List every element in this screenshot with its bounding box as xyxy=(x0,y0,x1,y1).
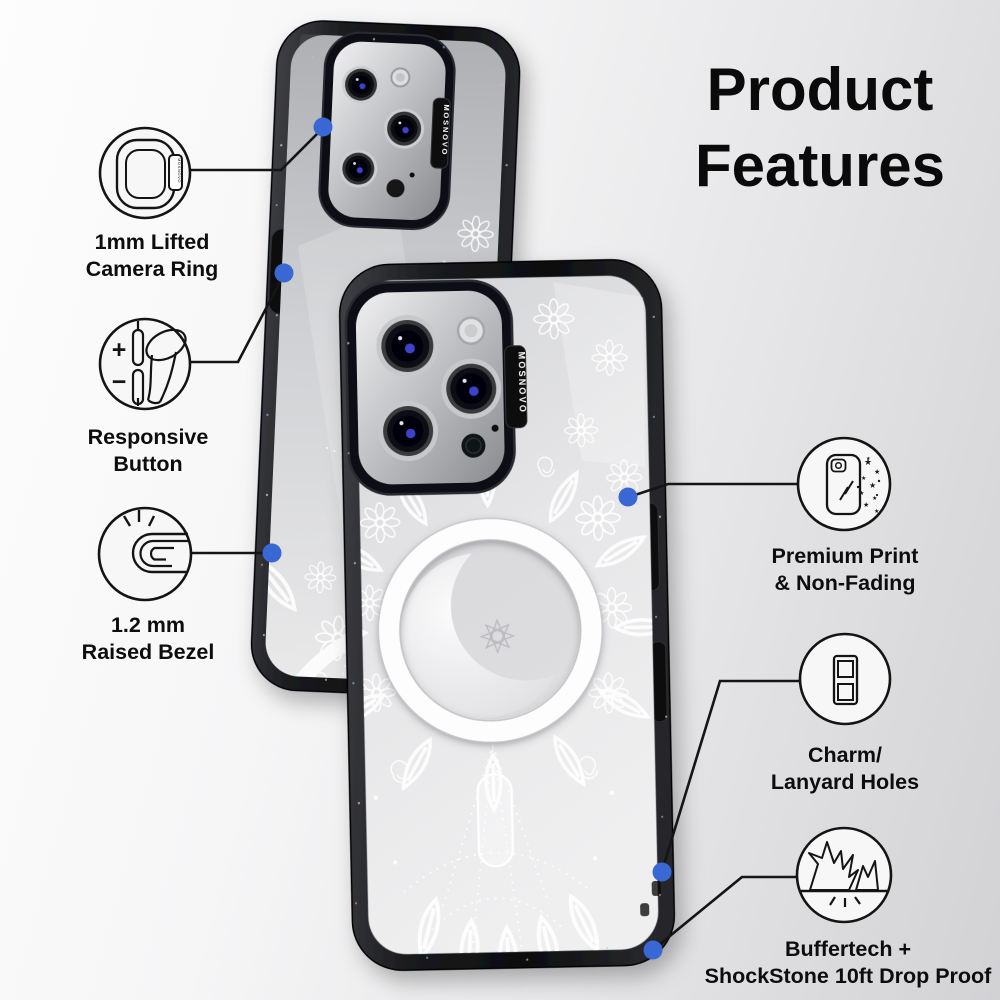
callout-dot-drop-proof xyxy=(643,940,663,960)
leader-line-drop-proof xyxy=(653,875,798,951)
brand-tab xyxy=(504,345,528,429)
camera-ring-icon: MOSNOVO xyxy=(98,126,192,220)
feature-label-premium-print: Premium Print & Non-Fading xyxy=(771,544,919,595)
feature-label-lanyard-holes: Charm/ Lanyard Holes xyxy=(770,743,920,794)
magsafe-ring xyxy=(377,517,604,744)
svg-text:★: ★ xyxy=(874,468,880,476)
responsive-button-icon: + − xyxy=(98,317,192,411)
shine-ticks xyxy=(122,510,156,527)
camera-lens xyxy=(441,358,502,419)
callout-dots xyxy=(262,117,672,960)
minus-glyph: − xyxy=(112,368,127,396)
impact-ticks xyxy=(829,896,861,907)
finger-shape xyxy=(145,328,187,362)
feature-label-camera-ring: 1mm Lifted Camera Ring xyxy=(85,230,219,281)
callout-dot-premium-print xyxy=(618,487,638,507)
page-title: Product Features xyxy=(694,56,946,199)
camera-module-back: MOSNOVO xyxy=(318,31,456,231)
brand-text: MOSNOVO xyxy=(440,104,451,156)
svg-text:★: ★ xyxy=(863,501,869,509)
premium-print-icon: ★ ★ ★ ★ ★ ★ ★ ★ ★ xyxy=(796,436,892,532)
mic-hole xyxy=(491,424,499,432)
svg-text:★: ★ xyxy=(874,508,879,515)
lidar-sensor xyxy=(461,433,486,458)
brand-text: MOSNOVO xyxy=(516,352,527,415)
callout-dot-camera-ring xyxy=(313,117,333,137)
mandala-pattern-front xyxy=(354,297,660,955)
leader-line-premium-print xyxy=(628,482,798,499)
callout-dot-responsive-button xyxy=(274,263,294,283)
camera-module-front: MOSNOVO xyxy=(344,279,528,496)
camera-lens xyxy=(341,65,380,104)
callout-dot-raised-bezel xyxy=(262,543,282,563)
leader-line-lanyard-holes xyxy=(660,679,800,872)
glitter-specks xyxy=(347,315,668,961)
plus-glyph: + xyxy=(112,336,127,364)
crescent-moon-design xyxy=(399,552,566,719)
impact-shatter-shape xyxy=(808,841,859,891)
lanyard-slots xyxy=(640,880,661,917)
sparkle-stars: ★ ★ ★ ★ ★ ★ ★ ★ ★ xyxy=(856,456,880,515)
mic-hole xyxy=(409,172,415,178)
feature-label-responsive-button: Responsive Button xyxy=(87,425,209,476)
feature-label-drop-proof: Buffertech + ShockStone 10ft Drop Proof xyxy=(704,937,992,988)
raised-bezel-icon xyxy=(97,506,193,602)
svg-text:★: ★ xyxy=(869,481,876,490)
camera-lens xyxy=(376,315,439,378)
front-phone-case: MOSNOVO xyxy=(338,258,676,972)
feature-label-raised-bezel: 1.2 mm Raised Bezel xyxy=(81,613,215,664)
callout-dot-lanyard-holes xyxy=(652,862,672,882)
brand-tab xyxy=(430,97,451,169)
camera-lens xyxy=(339,149,378,188)
lanyard-holes-icon xyxy=(798,632,892,726)
svg-text:★: ★ xyxy=(866,456,871,462)
svg-text:★: ★ xyxy=(861,475,866,482)
camera-lens xyxy=(384,108,425,149)
brand-text-mini: MOSNOVO xyxy=(177,158,182,183)
magsafe-align-slot xyxy=(476,773,515,868)
svg-text:★: ★ xyxy=(872,495,877,502)
svg-text:★: ★ xyxy=(864,457,872,467)
lidar-sensor xyxy=(386,179,405,198)
svg-text:★: ★ xyxy=(859,490,864,497)
leader-line-responsive-button xyxy=(188,273,286,364)
drop-proof-icon xyxy=(795,826,893,924)
camera-lens xyxy=(378,401,439,462)
leader-line-camera-ring xyxy=(188,127,324,172)
